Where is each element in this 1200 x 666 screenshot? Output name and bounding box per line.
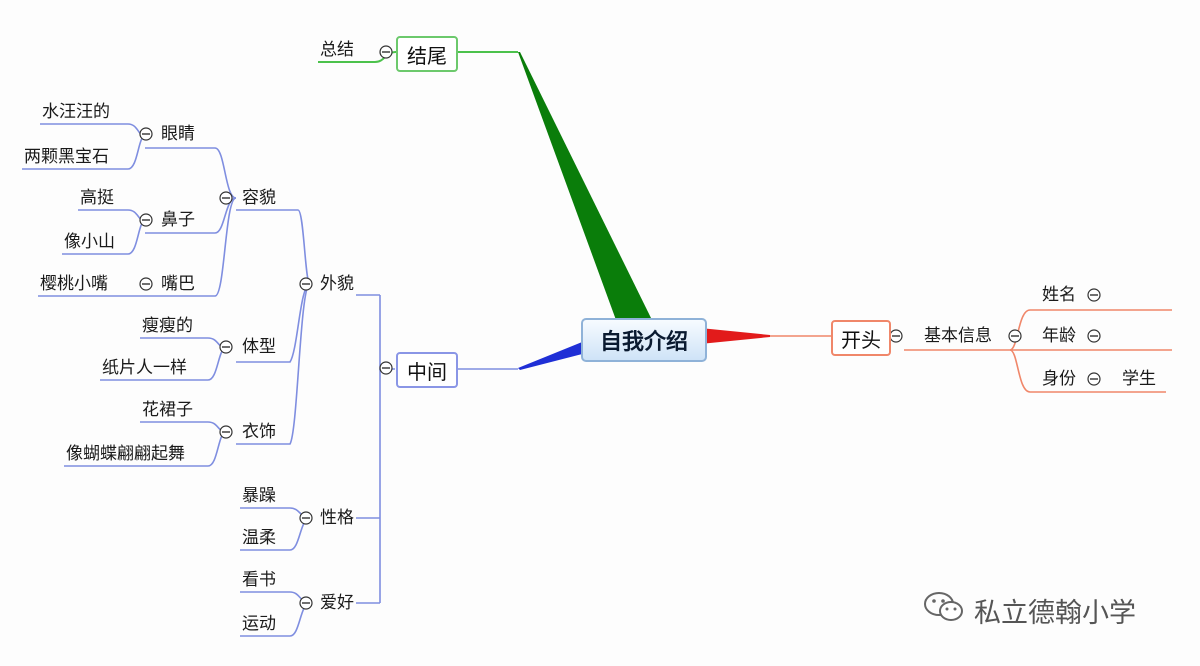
- collapse-minus-signs: [142, 51, 1098, 604]
- wechat-icon: [922, 590, 966, 631]
- eyes-item-1[interactable]: 水汪汪的: [42, 102, 110, 122]
- hobby-item-1[interactable]: 看书: [242, 570, 276, 590]
- info-item-name[interactable]: 姓名: [1042, 285, 1076, 305]
- personality-topic[interactable]: 性格: [320, 508, 354, 528]
- clothing-topic[interactable]: 衣饰: [242, 422, 276, 442]
- mouth-topic[interactable]: 嘴巴: [161, 274, 195, 294]
- personality-item-1[interactable]: 暴躁: [242, 486, 276, 506]
- appearance-topic[interactable]: 外貌: [320, 274, 354, 294]
- personality-item-2[interactable]: 温柔: [242, 528, 276, 548]
- ending-item-summary[interactable]: 总结: [320, 40, 354, 60]
- info-item-identity[interactable]: 身份: [1042, 369, 1076, 389]
- watermark: 私立德翰小学: [922, 590, 1136, 631]
- basic-info-topic[interactable]: 基本信息: [924, 326, 992, 346]
- nose-topic[interactable]: 鼻子: [161, 210, 195, 230]
- watermark-text: 私立德翰小学: [974, 598, 1136, 629]
- eyes-topic[interactable]: 眼睛: [161, 124, 195, 144]
- body-topic[interactable]: 体型: [242, 337, 276, 357]
- hobby-item-2[interactable]: 运动: [242, 614, 276, 634]
- face-topic[interactable]: 容貌: [242, 188, 276, 208]
- identity-value[interactable]: 学生: [1122, 369, 1156, 389]
- hobby-topic[interactable]: 爱好: [320, 593, 354, 613]
- nose-item-2[interactable]: 像小山: [64, 232, 115, 252]
- mouth-item-1[interactable]: 樱桃小嘴: [40, 274, 108, 294]
- ending-branch-wedge: [518, 52, 652, 320]
- body-item-2[interactable]: 纸片人一样: [102, 358, 187, 378]
- info-item-age[interactable]: 年龄: [1042, 326, 1076, 346]
- middle-topic[interactable]: 中间: [396, 352, 458, 388]
- opening-topic[interactable]: 开头: [831, 320, 891, 356]
- body-item-1[interactable]: 瘦瘦的: [142, 316, 193, 336]
- middle-branch-wedge: [518, 338, 592, 370]
- center-topic[interactable]: 自我介绍: [581, 318, 707, 362]
- opening-branch-wedge: [700, 328, 770, 344]
- nose-item-1[interactable]: 高挺: [80, 188, 114, 208]
- eyes-item-2[interactable]: 两颗黑宝石: [24, 147, 109, 167]
- ending-topic[interactable]: 结尾: [396, 36, 458, 72]
- opening-lines: [770, 309, 1172, 393]
- clothing-item-2[interactable]: 像蝴蝶翩翩起舞: [66, 444, 185, 464]
- clothing-item-1[interactable]: 花裙子: [142, 400, 193, 420]
